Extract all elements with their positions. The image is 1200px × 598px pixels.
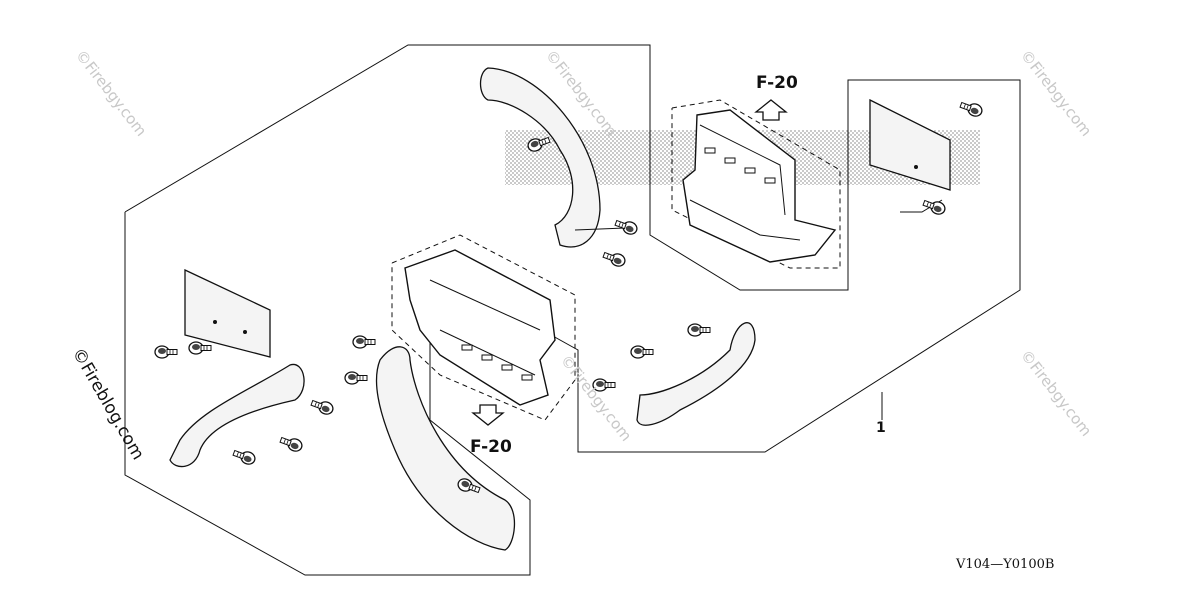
arrow-up-icon: [754, 99, 788, 121]
pad-right-top: [869, 98, 951, 191]
kit-outline: [124, 44, 1021, 576]
reference-label-bottom: F-20: [470, 437, 512, 457]
arm-top-curved: [479, 67, 601, 248]
arm-left-lower: [169, 363, 305, 468]
watermark: ©Firebgy.com: [557, 351, 635, 444]
watermark: ©Firebgy.com: [1017, 46, 1095, 139]
arm-right-lower: [636, 322, 756, 426]
pad-left: [184, 268, 271, 358]
diagram-code: V104—Y0100B: [955, 557, 1054, 572]
arm-center-tall: [375, 346, 516, 551]
part-number-label: 1: [876, 420, 886, 436]
upper-case-dashed-outline: [671, 99, 841, 269]
watermark: ©Firebgy.com: [1017, 346, 1095, 439]
lower-case-part: [404, 249, 556, 406]
watermark-left: ©Fireblog.com: [68, 345, 148, 464]
upper-case-part: [682, 109, 837, 263]
watermark: ©Firebgy.com: [72, 46, 150, 139]
watermarks: ©Firebgy.com ©Firebgy.com ©Firebgy.com ©…: [68, 46, 1096, 463]
arrow-down-icon: [471, 404, 505, 426]
reference-label-top: F-20: [756, 73, 798, 93]
lower-case-dashed-outline: [391, 234, 576, 421]
